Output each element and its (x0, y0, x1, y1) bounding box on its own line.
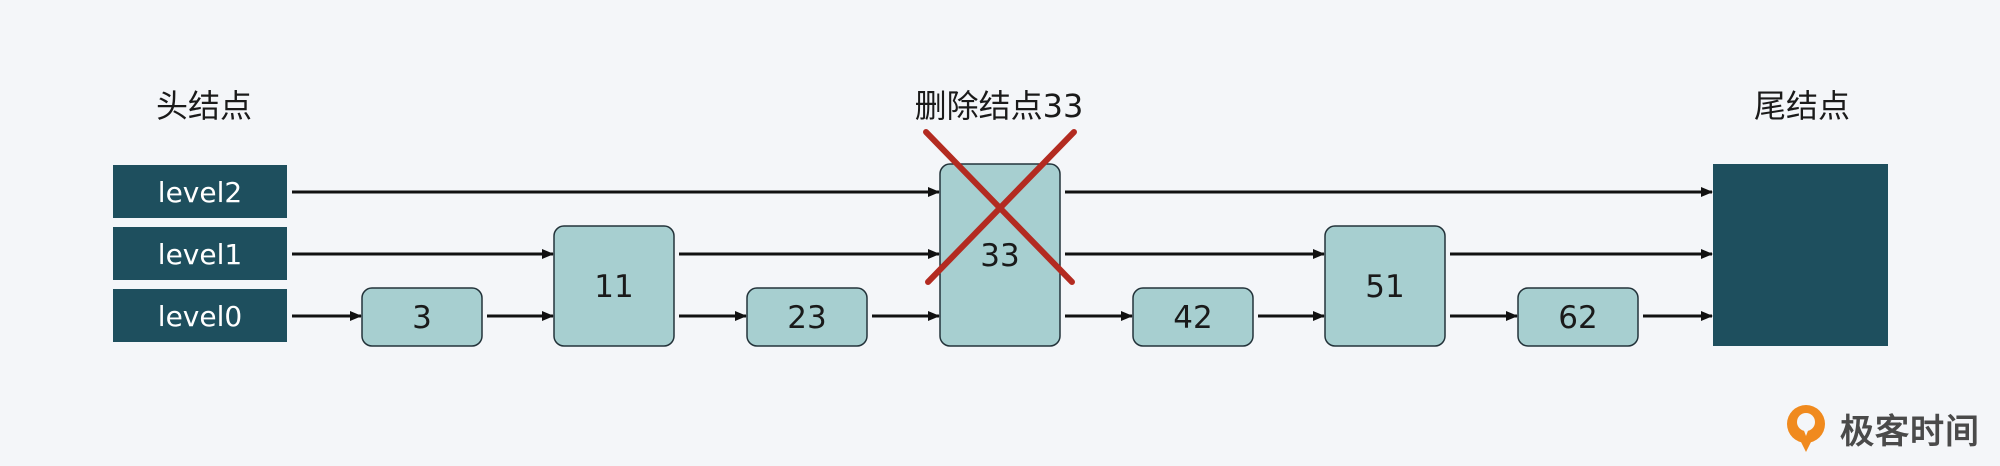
tail-node-label: 尾结点 (1754, 87, 1850, 125)
delete-cross-line (925, 129, 1077, 285)
head-level-row (113, 227, 287, 280)
node-value-label: 23 (787, 300, 826, 336)
pointer-arrows (292, 187, 1713, 321)
head-level-label: level0 (158, 300, 242, 333)
skiplist-node-3 (361, 287, 483, 347)
brand-watermark: 极客时间 (1782, 400, 1980, 456)
geektime-logo-icon (1787, 405, 1825, 452)
node-value-label: 11 (594, 269, 633, 305)
overlay (923, 129, 1077, 285)
head-level-label: level1 (158, 238, 242, 271)
skiplist-node-33 (939, 163, 1061, 347)
delete-node-label: 删除结点33 (915, 87, 1084, 125)
head-level-label: level2 (158, 176, 242, 209)
node-value-label: 3 (412, 300, 432, 336)
node-value-label: 42 (1173, 300, 1212, 336)
brand-text: 极客时间 (1840, 411, 1980, 452)
node-value-label: 51 (1365, 269, 1404, 305)
skiplist-node-11 (553, 225, 675, 347)
head-node-label: 头结点 (156, 87, 252, 125)
node-value-label: 33 (980, 238, 1019, 274)
tail-node-box (1713, 164, 1888, 346)
node-value-label: 62 (1558, 300, 1597, 336)
node-boxes: level2 level1 level0 3 11 23 33 42 51 62 (113, 163, 1888, 347)
skiplist-node-23 (746, 287, 868, 347)
head-level-row (113, 289, 287, 342)
skiplist-node-42 (1132, 287, 1254, 347)
skiplist-node-62 (1517, 287, 1639, 347)
skiplist-node-51 (1324, 225, 1446, 347)
head-level-row (113, 165, 287, 218)
